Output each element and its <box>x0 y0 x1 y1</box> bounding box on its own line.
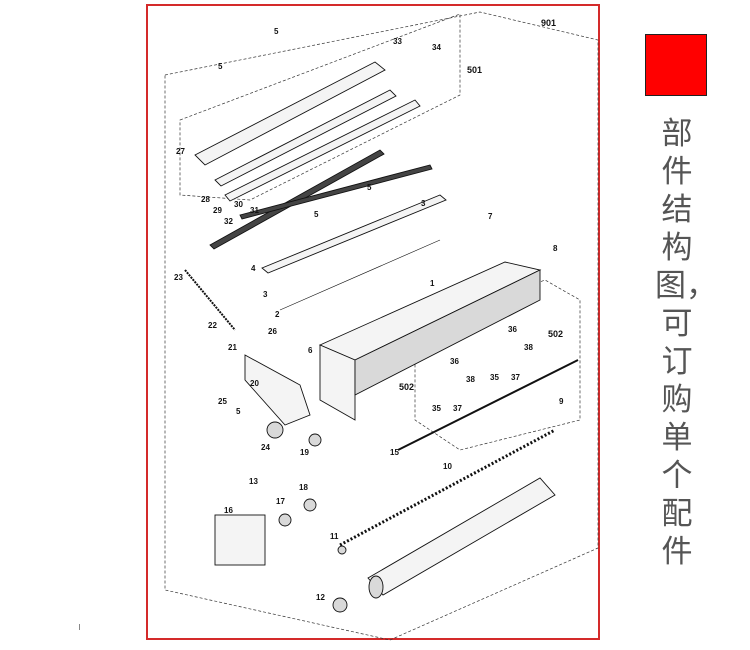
callout: 28 <box>201 195 210 204</box>
callout: 20 <box>250 379 259 388</box>
callout: 36 <box>450 357 459 366</box>
callout: 33 <box>393 37 402 46</box>
outline-501 <box>179 13 461 201</box>
callout: 27 <box>176 147 185 156</box>
plate-20 <box>244 354 311 426</box>
callout: 5 <box>236 407 241 416</box>
main-frame-part <box>318 261 542 421</box>
callout: 3 <box>263 290 268 299</box>
gear-17 <box>278 513 292 527</box>
callout: 3 <box>421 199 426 208</box>
rail-29 <box>214 89 397 187</box>
roller-12 <box>367 477 556 596</box>
callout-502b: 502 <box>399 382 414 392</box>
callout: 5 <box>314 210 319 219</box>
callout: 22 <box>208 321 217 330</box>
rollers <box>339 359 579 599</box>
side-parts <box>184 269 348 613</box>
callout-901: 901 <box>541 18 556 28</box>
callout: 23 <box>174 273 183 282</box>
callout: 38 <box>524 343 533 352</box>
callout: 6 <box>308 346 313 355</box>
bar-15 <box>397 359 579 451</box>
spring-22 <box>184 269 236 331</box>
callout: 29 <box>213 206 222 215</box>
callout: 35 <box>490 373 499 382</box>
red-marker-square <box>645 34 707 96</box>
callout: 8 <box>553 244 558 253</box>
outline-901 <box>164 11 599 641</box>
callout: 18 <box>299 483 308 492</box>
rod-2 <box>279 239 441 311</box>
rail-27 <box>194 61 386 166</box>
margin-tick <box>79 624 80 630</box>
callout: 2 <box>275 310 280 319</box>
callout: 5 <box>367 183 372 192</box>
callout: 21 <box>228 343 237 352</box>
callout: 12 <box>316 593 325 602</box>
callout: 7 <box>488 212 493 221</box>
gear-19 <box>308 433 322 447</box>
screw-10 <box>339 428 556 547</box>
callout: 37 <box>511 373 520 382</box>
callout: 38 <box>466 375 475 384</box>
callout-labels: 901 501 502 502 5 33 34 5 27 28 29 30 31… <box>174 18 564 602</box>
callout-501: 501 <box>467 65 482 75</box>
frame-side <box>354 269 541 396</box>
callout: 1 <box>430 279 435 288</box>
callout: 4 <box>251 264 256 273</box>
callout: 30 <box>234 200 243 209</box>
callout: 9 <box>559 397 564 406</box>
callout: 15 <box>390 448 399 457</box>
gear-12b <box>332 597 348 613</box>
housing-16 <box>214 514 266 566</box>
callout: 25 <box>218 397 227 406</box>
callout: 32 <box>224 217 233 226</box>
callout: 35 <box>432 404 441 413</box>
cover-4 <box>261 194 447 274</box>
outline-502 <box>414 279 581 451</box>
upper-rails <box>194 61 447 311</box>
callout: 10 <box>443 462 452 471</box>
callout: 37 <box>453 404 462 413</box>
callout: 5 <box>274 27 279 36</box>
callout: 36 <box>508 325 517 334</box>
gear-11 <box>337 545 347 555</box>
callout: 34 <box>432 43 441 52</box>
callout-502a: 502 <box>548 329 563 339</box>
strip-32 <box>209 149 385 250</box>
side-caption: 部件结构图，可订购单个配件 <box>655 116 717 570</box>
callout: 24 <box>261 443 270 452</box>
roller-end <box>368 575 384 599</box>
callout: 26 <box>268 327 277 336</box>
callout: 13 <box>249 477 258 486</box>
gear-24 <box>266 421 284 439</box>
strip-31 <box>239 164 433 220</box>
callout: 11 <box>330 532 339 541</box>
callout: 16 <box>224 506 233 515</box>
callout: 31 <box>250 206 259 215</box>
gear-18 <box>303 498 317 512</box>
assembly-outlines <box>164 11 599 641</box>
frame-end <box>319 344 356 421</box>
callout: 17 <box>276 497 285 506</box>
callout: 19 <box>300 448 309 457</box>
callout: 5 <box>218 62 223 71</box>
rail-30 <box>224 99 421 202</box>
